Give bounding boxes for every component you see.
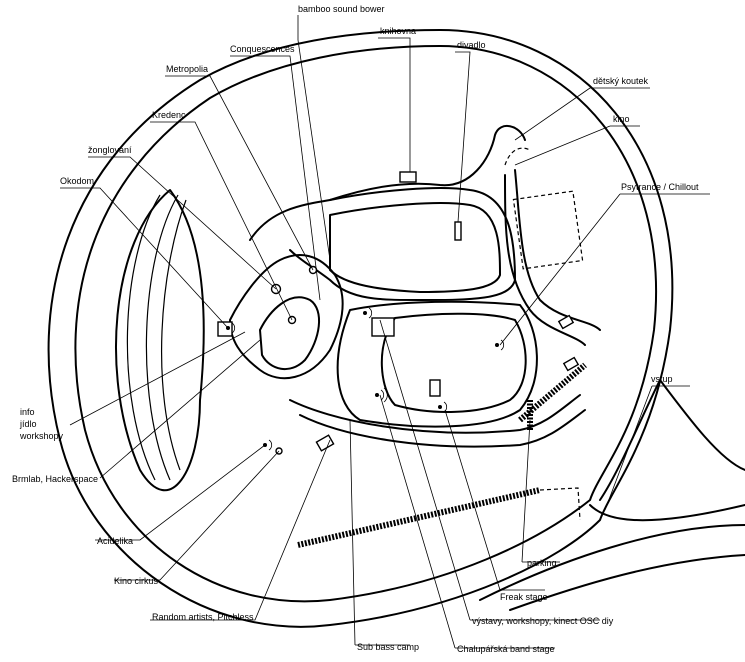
label-kinocirkus: Kino cirkus: [114, 576, 159, 586]
label-metropolia: Metropolia: [166, 64, 208, 74]
label-chalupar: Chalupářská band stage: [457, 644, 555, 654]
label-detsky: dětský koutek: [593, 76, 649, 86]
label-zonglovani: žonglování: [88, 145, 132, 155]
okodom-building: [217, 321, 233, 337]
parking-area: [539, 487, 581, 521]
knihovna-building: [399, 171, 417, 183]
label-subbass: Sub bass camp: [357, 642, 419, 652]
label-vstup: vstup: [651, 374, 673, 384]
left-meadow-stripe-2: [145, 194, 179, 481]
central-loop: [249, 187, 516, 301]
lower-loop: [336, 300, 538, 428]
east-path: [514, 169, 601, 331]
speaker-icon: [495, 339, 505, 351]
road-south: [479, 524, 745, 601]
entrance-road-inner: [589, 504, 745, 522]
label-kino: kino: [613, 114, 630, 124]
lower-inner: [380, 312, 527, 413]
entrance-road: [599, 379, 745, 501]
label-knihovna: knihovna: [380, 26, 416, 36]
label-acidelika: Acidelika: [97, 536, 133, 546]
kino-area: [504, 147, 531, 166]
east-building: [557, 314, 575, 330]
label-jidlo: jídlo: [19, 419, 37, 429]
parking-strip-long: [297, 487, 541, 548]
entrance-building: [315, 434, 335, 452]
path-to-entrance: [289, 394, 581, 434]
west-paths: [229, 254, 344, 380]
label-bamboo: bamboo sound bower: [298, 4, 385, 14]
label-conquescences: Conquescences: [230, 44, 295, 54]
west-inner: [259, 296, 321, 370]
road-south-2: [509, 554, 745, 611]
label-brmlab: Brmlab, Hackerspace: [12, 474, 98, 484]
label-okodom: Okodom: [60, 176, 94, 186]
north-path: [329, 125, 526, 201]
speaker-icon: [438, 401, 448, 413]
label-divadlo: divadlo: [457, 40, 486, 50]
label-vystavy: výstavy, workshopy, kinect OSC diy: [472, 616, 614, 626]
label-workshopy: workshopy: [19, 431, 64, 441]
inner-block: [329, 202, 501, 293]
leader-lines: [60, 15, 710, 649]
label-psytrance: Psytrance / Chillout: [621, 182, 699, 192]
stage-building-2: [429, 379, 441, 397]
outer-boundary-line: [47, 29, 674, 628]
label-parking: parking: [527, 558, 557, 568]
left-meadow-stripe-3: [161, 199, 187, 471]
label-info: info: [20, 407, 35, 417]
east-path-2: [504, 174, 586, 346]
path-to-entrance-2: [299, 409, 586, 448]
divadlo-building: [454, 221, 462, 241]
speaker-icon: [263, 439, 273, 451]
left-meadow-stripe-1: [126, 194, 161, 481]
speaker-icon: [363, 307, 373, 319]
label-kredenc: Kredenc: [152, 110, 186, 120]
east-building-2: [562, 356, 580, 372]
label-random: Random artists, Pitchless: [152, 612, 254, 622]
left-meadow: [115, 189, 205, 492]
stage-building-1: [371, 317, 395, 337]
inner-boundary-line: [74, 45, 658, 603]
label-freak: Freak stage: [500, 592, 548, 602]
